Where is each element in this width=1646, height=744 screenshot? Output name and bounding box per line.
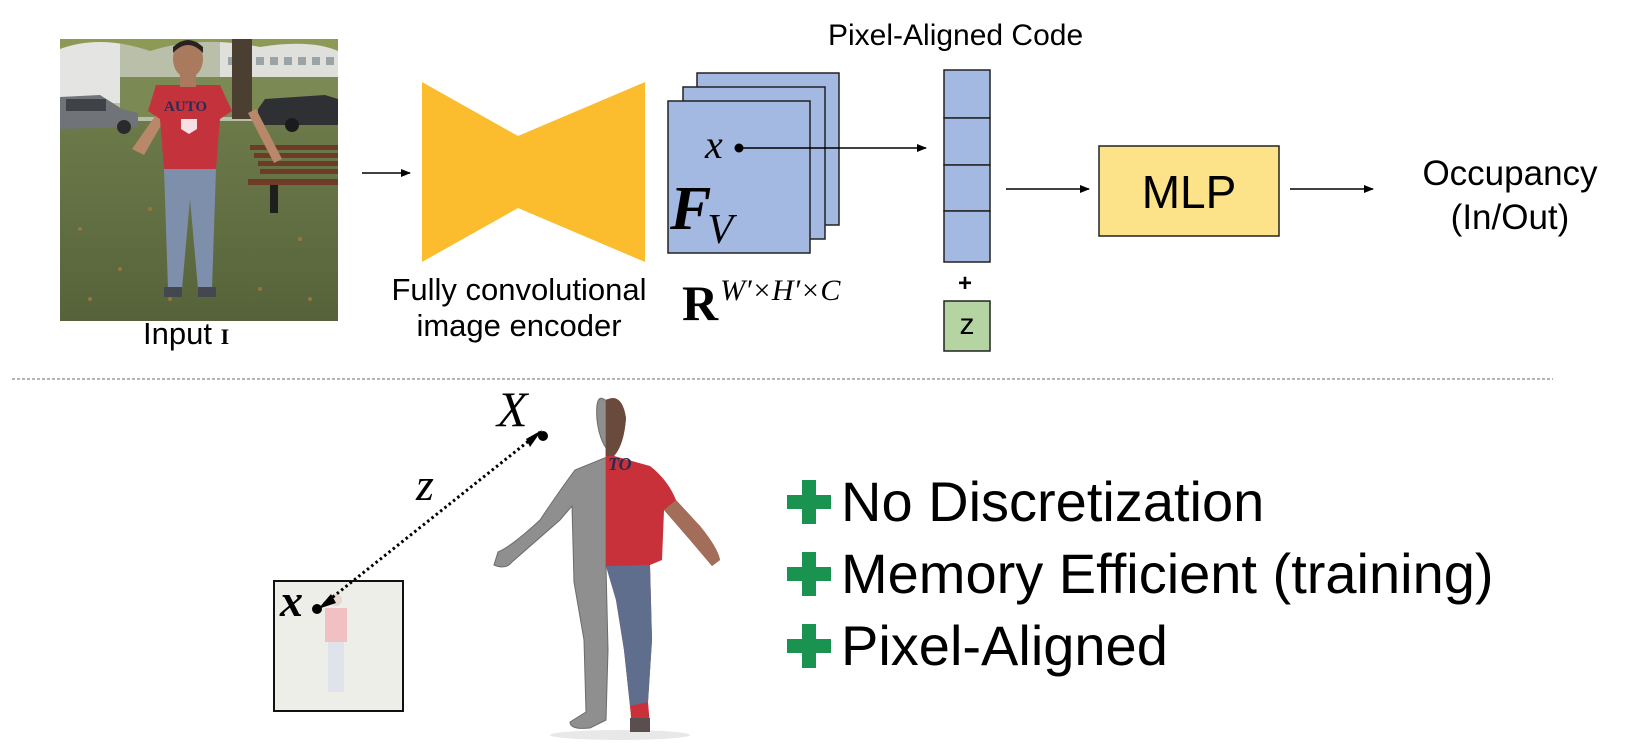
- feature-space: RW′×H′×C: [682, 264, 841, 329]
- encoder-hourglass: [422, 82, 645, 262]
- benefit-text: Pixel-Aligned: [841, 614, 1168, 677]
- svg-text:TO: TO: [608, 454, 632, 474]
- mlp-box: [1098, 145, 1280, 237]
- code-cell: [943, 117, 991, 166]
- input-image: AUTO: [60, 39, 338, 321]
- benefit-item: Pixel-Aligned: [787, 610, 1494, 682]
- occupancy-line1: Occupancy: [1422, 154, 1598, 193]
- plus-icon: [787, 624, 831, 668]
- projection-ray: [323, 430, 541, 606]
- plus-icon: [787, 552, 831, 596]
- ray-arrowhead-image: [318, 594, 336, 609]
- code-vector: [943, 69, 991, 263]
- code-cell: [943, 210, 991, 263]
- image-point-label: x: [280, 575, 303, 626]
- input-photo-illustration: AUTO: [60, 39, 338, 321]
- feature-symbol-main: F: [670, 175, 712, 243]
- input-caption: Input I: [143, 318, 229, 349]
- point-3d-label: X: [497, 381, 528, 437]
- occupancy-label: Occupancy (In/Out): [1390, 152, 1630, 240]
- code-cell: [943, 69, 991, 119]
- point-3d-dot: [538, 431, 548, 441]
- benefit-text: Memory Efficient (training): [841, 542, 1494, 605]
- plus-icon: [787, 480, 831, 524]
- occupancy-line2: (In/Out): [1450, 197, 1570, 237]
- depth-box: [943, 300, 991, 352]
- input-caption-text: Input: [143, 316, 212, 351]
- benefit-text: No Discretization: [841, 470, 1265, 533]
- plus-sign: +: [958, 270, 973, 297]
- benefit-item: Memory Efficient (training): [787, 538, 1494, 610]
- feature-map-front: [667, 100, 811, 254]
- encoder-caption: Fully convolutional image encoder: [370, 272, 668, 343]
- encoder-caption-line2: image encoder: [416, 307, 622, 343]
- svg-text:AUTO: AUTO: [164, 99, 207, 115]
- benefits-list: No Discretization Memory Efficient (trai…: [787, 466, 1494, 682]
- depth-box-label: z: [959, 308, 975, 341]
- feature-space-exponent: W′×H′×C: [720, 274, 841, 307]
- feature-space-base: R: [682, 275, 719, 331]
- encoder-caption-line1: Fully convolutional: [391, 272, 647, 307]
- code-title: Pixel-Aligned Code: [828, 19, 1084, 52]
- depth-ray-label: z: [416, 459, 434, 510]
- mlp-label: MLP: [1141, 166, 1237, 218]
- ray-arrowhead-3d: [526, 430, 542, 447]
- input-symbol: I: [220, 324, 230, 349]
- feature-symbol-subscript: V: [707, 207, 734, 253]
- benefit-item: No Discretization: [787, 466, 1494, 538]
- feature-point-label: x: [705, 122, 723, 167]
- code-cell: [943, 164, 991, 212]
- feature-symbol: FV: [670, 175, 737, 251]
- reconstructed-human: TO: [493, 397, 720, 740]
- image-point-dot: [312, 604, 322, 614]
